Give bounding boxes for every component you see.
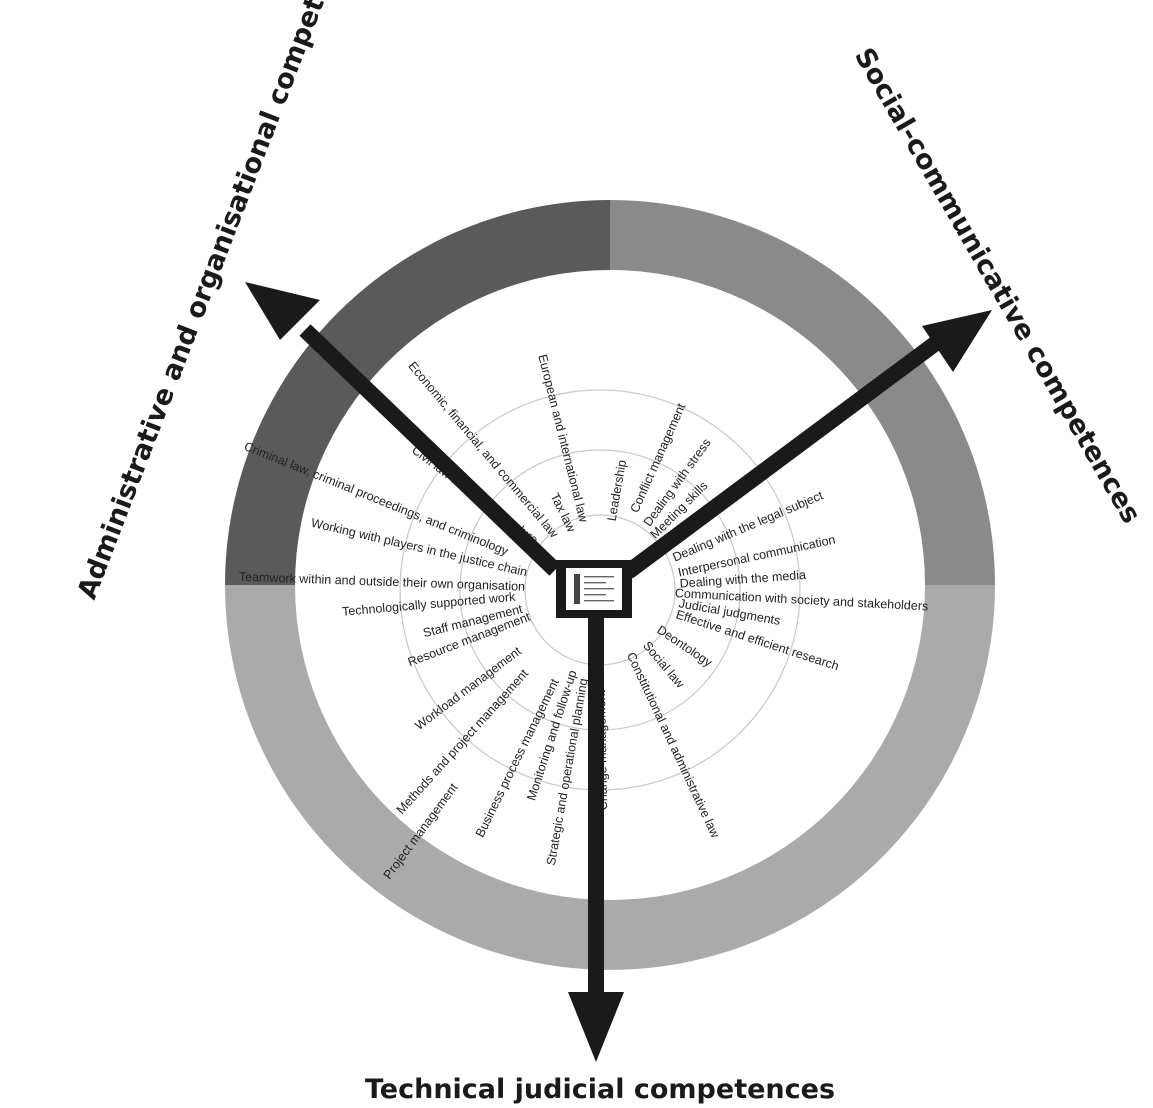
social-arrow-head xyxy=(922,310,992,372)
axis-arrows xyxy=(245,282,992,1062)
admin-axis-title: Administrative and organisational compet… xyxy=(72,0,363,603)
social-arrow-shaft xyxy=(623,333,945,579)
social-ring-sector xyxy=(610,200,995,585)
center-box-figure xyxy=(574,574,580,604)
competence-label: Leadership xyxy=(605,459,630,522)
technical-axis-title: Technical judicial competences xyxy=(365,1074,835,1105)
admin-ring-sector xyxy=(225,200,610,585)
admin-arrow-shaft xyxy=(299,324,561,576)
technical-arrow-head xyxy=(568,992,624,1062)
center-box-line xyxy=(584,588,614,590)
center-box-line xyxy=(584,600,614,602)
center-box-text-lines xyxy=(584,576,614,602)
technical-ring-sector xyxy=(225,585,995,970)
admin-arrow-head xyxy=(245,282,320,340)
center-box-line xyxy=(584,576,614,578)
center-box xyxy=(556,560,632,618)
center-box-line xyxy=(584,582,606,584)
center-box-line xyxy=(584,594,606,596)
social-axis-title: Social-communicative competences xyxy=(848,43,1147,529)
